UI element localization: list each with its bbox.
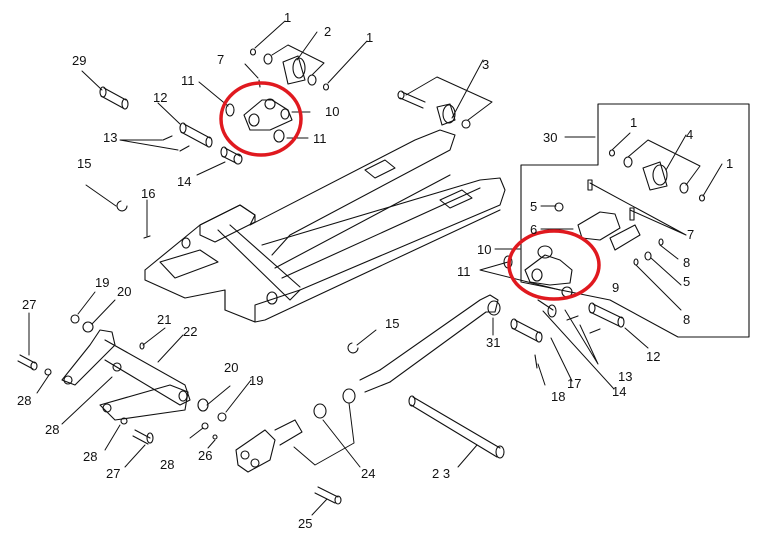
- axle-23: [408, 395, 505, 459]
- bushing-20b: [197, 398, 209, 412]
- bracket-10-right: [503, 245, 573, 298]
- callout-26: 26: [198, 448, 213, 463]
- callout-8: 8: [683, 312, 691, 327]
- callout-24: 24: [361, 466, 376, 481]
- roller-2: [263, 53, 317, 86]
- callout-12: 12: [153, 90, 168, 105]
- callout-17: 17: [567, 376, 582, 391]
- callout-19: 19: [249, 373, 264, 388]
- roller-4: [608, 149, 706, 202]
- callout-9: 9: [612, 280, 620, 295]
- pin-27b: [132, 429, 154, 445]
- callout-19: 19: [95, 275, 110, 290]
- pin-27a: [17, 354, 38, 371]
- callout-8: 8: [683, 255, 691, 270]
- callout-28: 28: [83, 449, 98, 464]
- washer-1: [249, 48, 330, 91]
- bracket-10-top: [225, 98, 293, 143]
- pin-26: [212, 434, 218, 440]
- pin-12: [179, 122, 213, 148]
- callout-20: 20: [117, 284, 132, 299]
- callout-1: 1: [366, 30, 374, 45]
- callout-29: 29: [72, 53, 87, 68]
- callout-7: 7: [217, 52, 225, 67]
- callout-28: 28: [160, 457, 175, 472]
- callout-31: 31: [486, 335, 501, 350]
- pin-16: [143, 235, 151, 239]
- callout-27: 27: [22, 297, 37, 312]
- pin-29: [99, 86, 129, 110]
- pin-25: [314, 486, 342, 505]
- callout-28: 28: [17, 393, 32, 408]
- grease-21: [139, 342, 145, 350]
- callout-13: 13: [103, 130, 118, 145]
- fork-frame: [144, 129, 506, 323]
- callout-5: 5: [683, 274, 691, 289]
- callout-27: 27: [106, 466, 121, 481]
- callout-18: 18: [551, 389, 566, 404]
- callout-15: 15: [77, 156, 92, 171]
- callout-4: 4: [686, 127, 694, 142]
- link-parts: [554, 179, 664, 266]
- callout-10: 10: [325, 104, 340, 119]
- pins-13b: [566, 315, 601, 334]
- callout-11: 11: [181, 73, 195, 88]
- callout-1: 1: [726, 156, 734, 171]
- callout-25: 25: [298, 516, 313, 531]
- callout-23: 2 3: [432, 466, 451, 481]
- washer-28a: [44, 368, 52, 376]
- pin-18: [534, 354, 538, 369]
- pins-13: [162, 135, 190, 152]
- callout-14: 14: [177, 174, 192, 189]
- callout-30: 30: [543, 130, 558, 145]
- callout-28: 28: [45, 422, 60, 437]
- callout-16: 16: [141, 186, 156, 201]
- callout-21: 21: [157, 312, 172, 327]
- callout-1: 1: [284, 10, 292, 25]
- callout-15: 15: [385, 316, 400, 331]
- washer-19a: [70, 314, 80, 324]
- callout-20: 20: [224, 360, 239, 375]
- callout-22: 22: [183, 324, 198, 339]
- callout-2: 2: [324, 24, 332, 39]
- callout-7: 7: [687, 227, 695, 242]
- callout-12: 12: [646, 349, 661, 364]
- bushing-14b: [537, 299, 557, 318]
- callout-11: 11: [313, 131, 327, 146]
- pin-17: [510, 318, 543, 343]
- callout-13: 13: [618, 369, 633, 384]
- washer-19b: [217, 412, 227, 422]
- assembly-box-30: [520, 103, 750, 338]
- handle-shaft-31: [359, 294, 501, 393]
- callout-6: 6: [530, 222, 538, 237]
- callout-5: 5: [530, 199, 538, 214]
- highlight-circle-right: [507, 229, 601, 301]
- clip-15: [116, 200, 128, 212]
- callout-10: 10: [477, 242, 492, 257]
- callout-3: 3: [482, 57, 490, 72]
- clip-15b: [347, 342, 359, 354]
- lever-22: [61, 329, 191, 421]
- bolt-roller-3: [397, 90, 471, 129]
- bushing-14: [220, 146, 243, 165]
- callout-11: 11: [457, 264, 471, 279]
- callout-1: 1: [630, 115, 638, 130]
- washer-28c: [201, 422, 209, 430]
- highlight-circle-top: [219, 81, 303, 157]
- bushing-20a: [82, 321, 94, 333]
- leader-lines: [28, 20, 723, 516]
- clevis-24: [235, 388, 356, 473]
- pin-12b: [588, 302, 625, 328]
- washer-28b: [120, 417, 128, 425]
- callout-14: 14: [612, 384, 627, 399]
